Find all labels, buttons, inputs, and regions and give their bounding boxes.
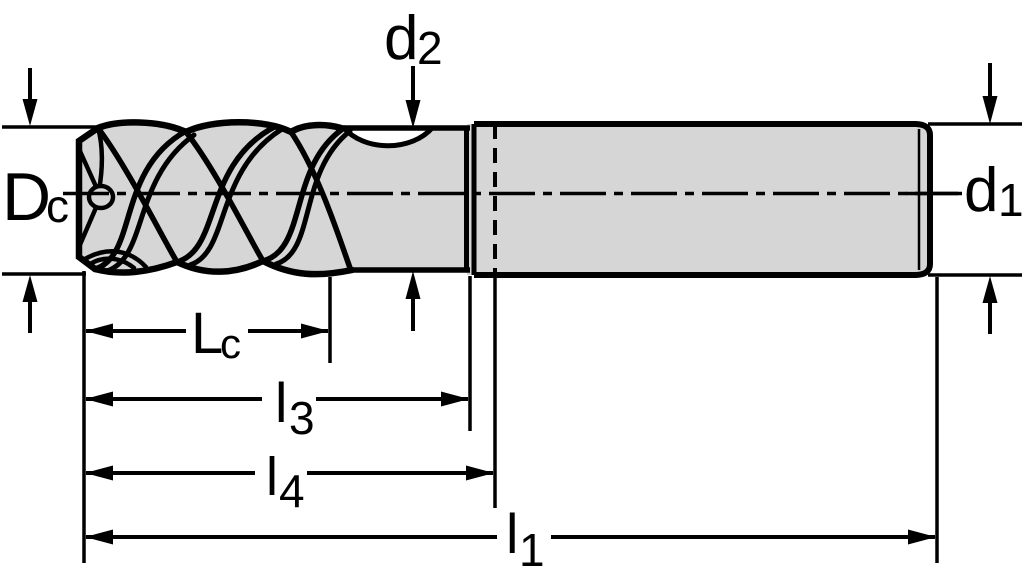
shank-outline [474,121,933,278]
d2-arrow-up [405,271,421,331]
dim-l1 [85,529,936,545]
dimension-labels: D c d 2 d 1 L c l 3 l 4 l 1 [2,4,1024,576]
label-d2-main: d [384,4,418,73]
length-dimensions [85,323,936,545]
dim-l4 [85,465,494,481]
label-l3-sub: 3 [289,392,315,444]
flute-top-scallops [94,119,345,136]
label-lc-sub: c [220,320,241,367]
lc-arrow-right [301,323,329,339]
flute-runout-notch-edge [341,125,435,149]
label-l4-sub: 4 [279,465,305,517]
lc-arrow-left [85,323,113,339]
d1-arrow-down [982,63,998,124]
label-l1-sub: 1 [519,524,545,576]
flute-left-face-outline [75,124,102,273]
l1-arrow-right [908,529,936,545]
tool-body-silhouette [79,122,930,275]
label-l1-main: l [506,502,518,565]
label-lc-main: L [191,301,223,366]
l4-arrow-left [85,465,113,481]
label-dc-sub: c [46,180,69,232]
flute-edges-rising [92,123,347,272]
l3-arrow-left [85,391,113,407]
d1-arrow-up [982,276,998,334]
dc-arrow-up [22,275,38,333]
dc-arrow-down [22,68,38,126]
d2-arrow-down [405,66,421,128]
l3-arrow-right [441,391,469,407]
label-l3-main: l [275,371,287,434]
extension-lines [2,122,1022,563]
flute-bottom-scallops [91,257,356,278]
flute-edges-rising-companion [104,126,353,274]
label-l4-main: l [266,447,278,507]
l1-arrow-left [85,529,113,545]
label-d1-sub: 1 [998,174,1024,226]
diameter-arrows [22,63,998,334]
l4-arrow-right [466,465,494,481]
label-d2-sub: 2 [417,22,443,74]
dim-lc [85,323,329,339]
label-dc-main: D [2,159,51,235]
dim-l3 [85,391,469,407]
label-d1-main: d [964,156,998,225]
